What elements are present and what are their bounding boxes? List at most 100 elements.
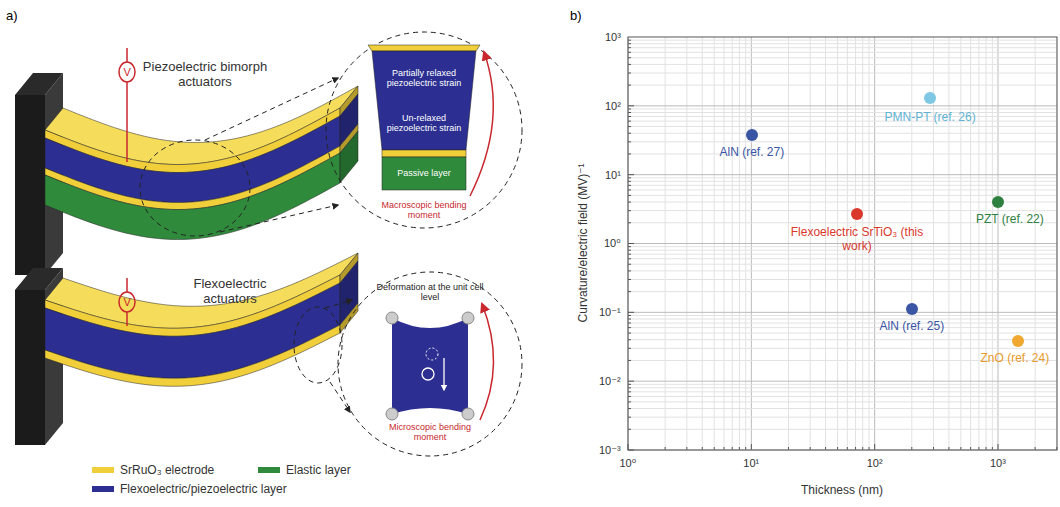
tick	[628, 243, 634, 244]
axis-tick-label: 10³	[605, 31, 621, 44]
axis-title: Thickness (nm)	[801, 484, 883, 498]
grid-line	[628, 315, 1057, 316]
tick	[628, 381, 634, 382]
grid-line	[628, 64, 1057, 65]
beam-end-face	[340, 131, 358, 183]
grid-line	[628, 153, 1057, 154]
tick	[997, 444, 998, 450]
grid-line	[628, 384, 1057, 385]
layer-label: Un-relaxed piezoelectric strain	[386, 113, 462, 133]
grid-line	[628, 408, 1057, 409]
actuator-title: Flexoelectric actuators	[175, 277, 285, 307]
actuator-title: Piezoelectric bimorph actuators	[130, 60, 280, 90]
chart-grid	[628, 37, 1057, 450]
grid-line	[628, 401, 1057, 402]
grid-line	[628, 264, 1057, 265]
grid-line	[628, 391, 1057, 392]
axis-tick-label: 10⁻²	[599, 375, 621, 388]
grid-line	[628, 291, 1057, 292]
grid-line	[628, 47, 1057, 48]
axis-tick-label: 10³	[990, 457, 1006, 470]
grid-line	[628, 270, 1057, 271]
axis-title: Curvature/electric field (MV)⁻¹	[576, 163, 590, 322]
point-label: PZT (ref. 22)	[976, 213, 1044, 227]
axis-tick-label: 10²	[867, 457, 883, 470]
grid-line	[628, 85, 1057, 86]
grid-line	[628, 133, 1057, 134]
tick	[874, 444, 875, 450]
axis-tick-label: 10¹	[605, 169, 621, 182]
grid-line	[628, 141, 1057, 142]
grid-line	[628, 429, 1057, 430]
grid-line	[628, 43, 1057, 44]
point-label: AlN (ref. 25)	[880, 320, 945, 334]
tick	[628, 105, 634, 106]
legend-item: SrRuO₃ electrode	[92, 463, 214, 477]
grid-line	[628, 279, 1057, 280]
grid-line	[628, 327, 1057, 328]
legend-item: Elastic layer	[258, 463, 351, 477]
inset-note: Deformation at the unit cell level	[375, 282, 485, 303]
grid-line	[628, 121, 1057, 122]
plot-frame	[628, 37, 1057, 450]
voltage-symbol: V	[124, 296, 131, 309]
beam-layer	[45, 325, 340, 386]
grid-line	[628, 339, 1057, 340]
grid-line	[628, 108, 1057, 109]
grid-line	[628, 126, 1057, 127]
unit-cell-inset	[386, 304, 494, 420]
legend-item: Flexoelectric/piezoelectric layer	[92, 482, 287, 496]
grid-line	[628, 396, 1057, 397]
grid-line	[628, 185, 1057, 186]
tick	[628, 174, 634, 175]
grid-line	[628, 116, 1057, 117]
voltage-wire	[119, 48, 135, 326]
grid-line	[628, 105, 1057, 106]
legend-text: Elastic layer	[286, 463, 351, 477]
grid-line	[628, 417, 1057, 418]
grid-line	[628, 381, 1057, 382]
grid-line	[628, 387, 1057, 388]
piezo-layer-band: Partially relaxed piezoelectric strainUn…	[384, 53, 464, 148]
point-label: AlN (ref. 27)	[720, 146, 785, 160]
grid-line	[628, 348, 1057, 349]
beam-end-face	[340, 303, 358, 333]
axis-tick-label: 10⁰	[620, 457, 637, 470]
legend-swatch	[92, 467, 114, 473]
voltage-symbol: V	[124, 66, 131, 79]
tick	[751, 444, 752, 450]
cantilever-beam	[45, 86, 358, 386]
grid-line	[628, 254, 1057, 255]
grid-line	[628, 189, 1057, 190]
point-label: ZnO (ref. 24)	[981, 352, 1050, 366]
grid-line	[628, 73, 1057, 74]
grid-line	[628, 210, 1057, 211]
panel-letter: a)	[6, 9, 18, 24]
axis-tick-label: 10⁻¹	[599, 306, 621, 319]
axis-tick-label: 10⁰	[604, 237, 621, 250]
moment-label: Microscopic bending moment	[380, 422, 480, 443]
axis-tick-label: 10²	[605, 100, 621, 113]
moment-label: Macroscopic bending moment	[372, 200, 477, 221]
legend-text: Flexoelectric/piezoelectric layer	[120, 482, 287, 496]
layer-stack-inset	[368, 45, 493, 196]
legend-text: SrRuO₃ electrode	[120, 463, 214, 477]
grid-line	[628, 323, 1057, 324]
legend-swatch	[92, 486, 114, 492]
layer-label: Passive layer	[386, 168, 462, 178]
beam-layer	[45, 153, 340, 240]
grid-line	[628, 319, 1057, 320]
grid-line	[628, 57, 1057, 58]
axis-tick-label: 10¹	[743, 457, 759, 470]
grid-line	[628, 312, 1057, 313]
layer-label: Partially relaxed piezoelectric strain	[386, 68, 462, 88]
panel-letter: b)	[570, 9, 582, 24]
tick	[628, 312, 634, 313]
grid-line	[628, 40, 1057, 41]
grid-line	[628, 333, 1057, 334]
grid-line	[628, 112, 1057, 113]
point-label: PMN-PT (ref. 26)	[885, 111, 976, 125]
grid-line	[628, 177, 1057, 178]
